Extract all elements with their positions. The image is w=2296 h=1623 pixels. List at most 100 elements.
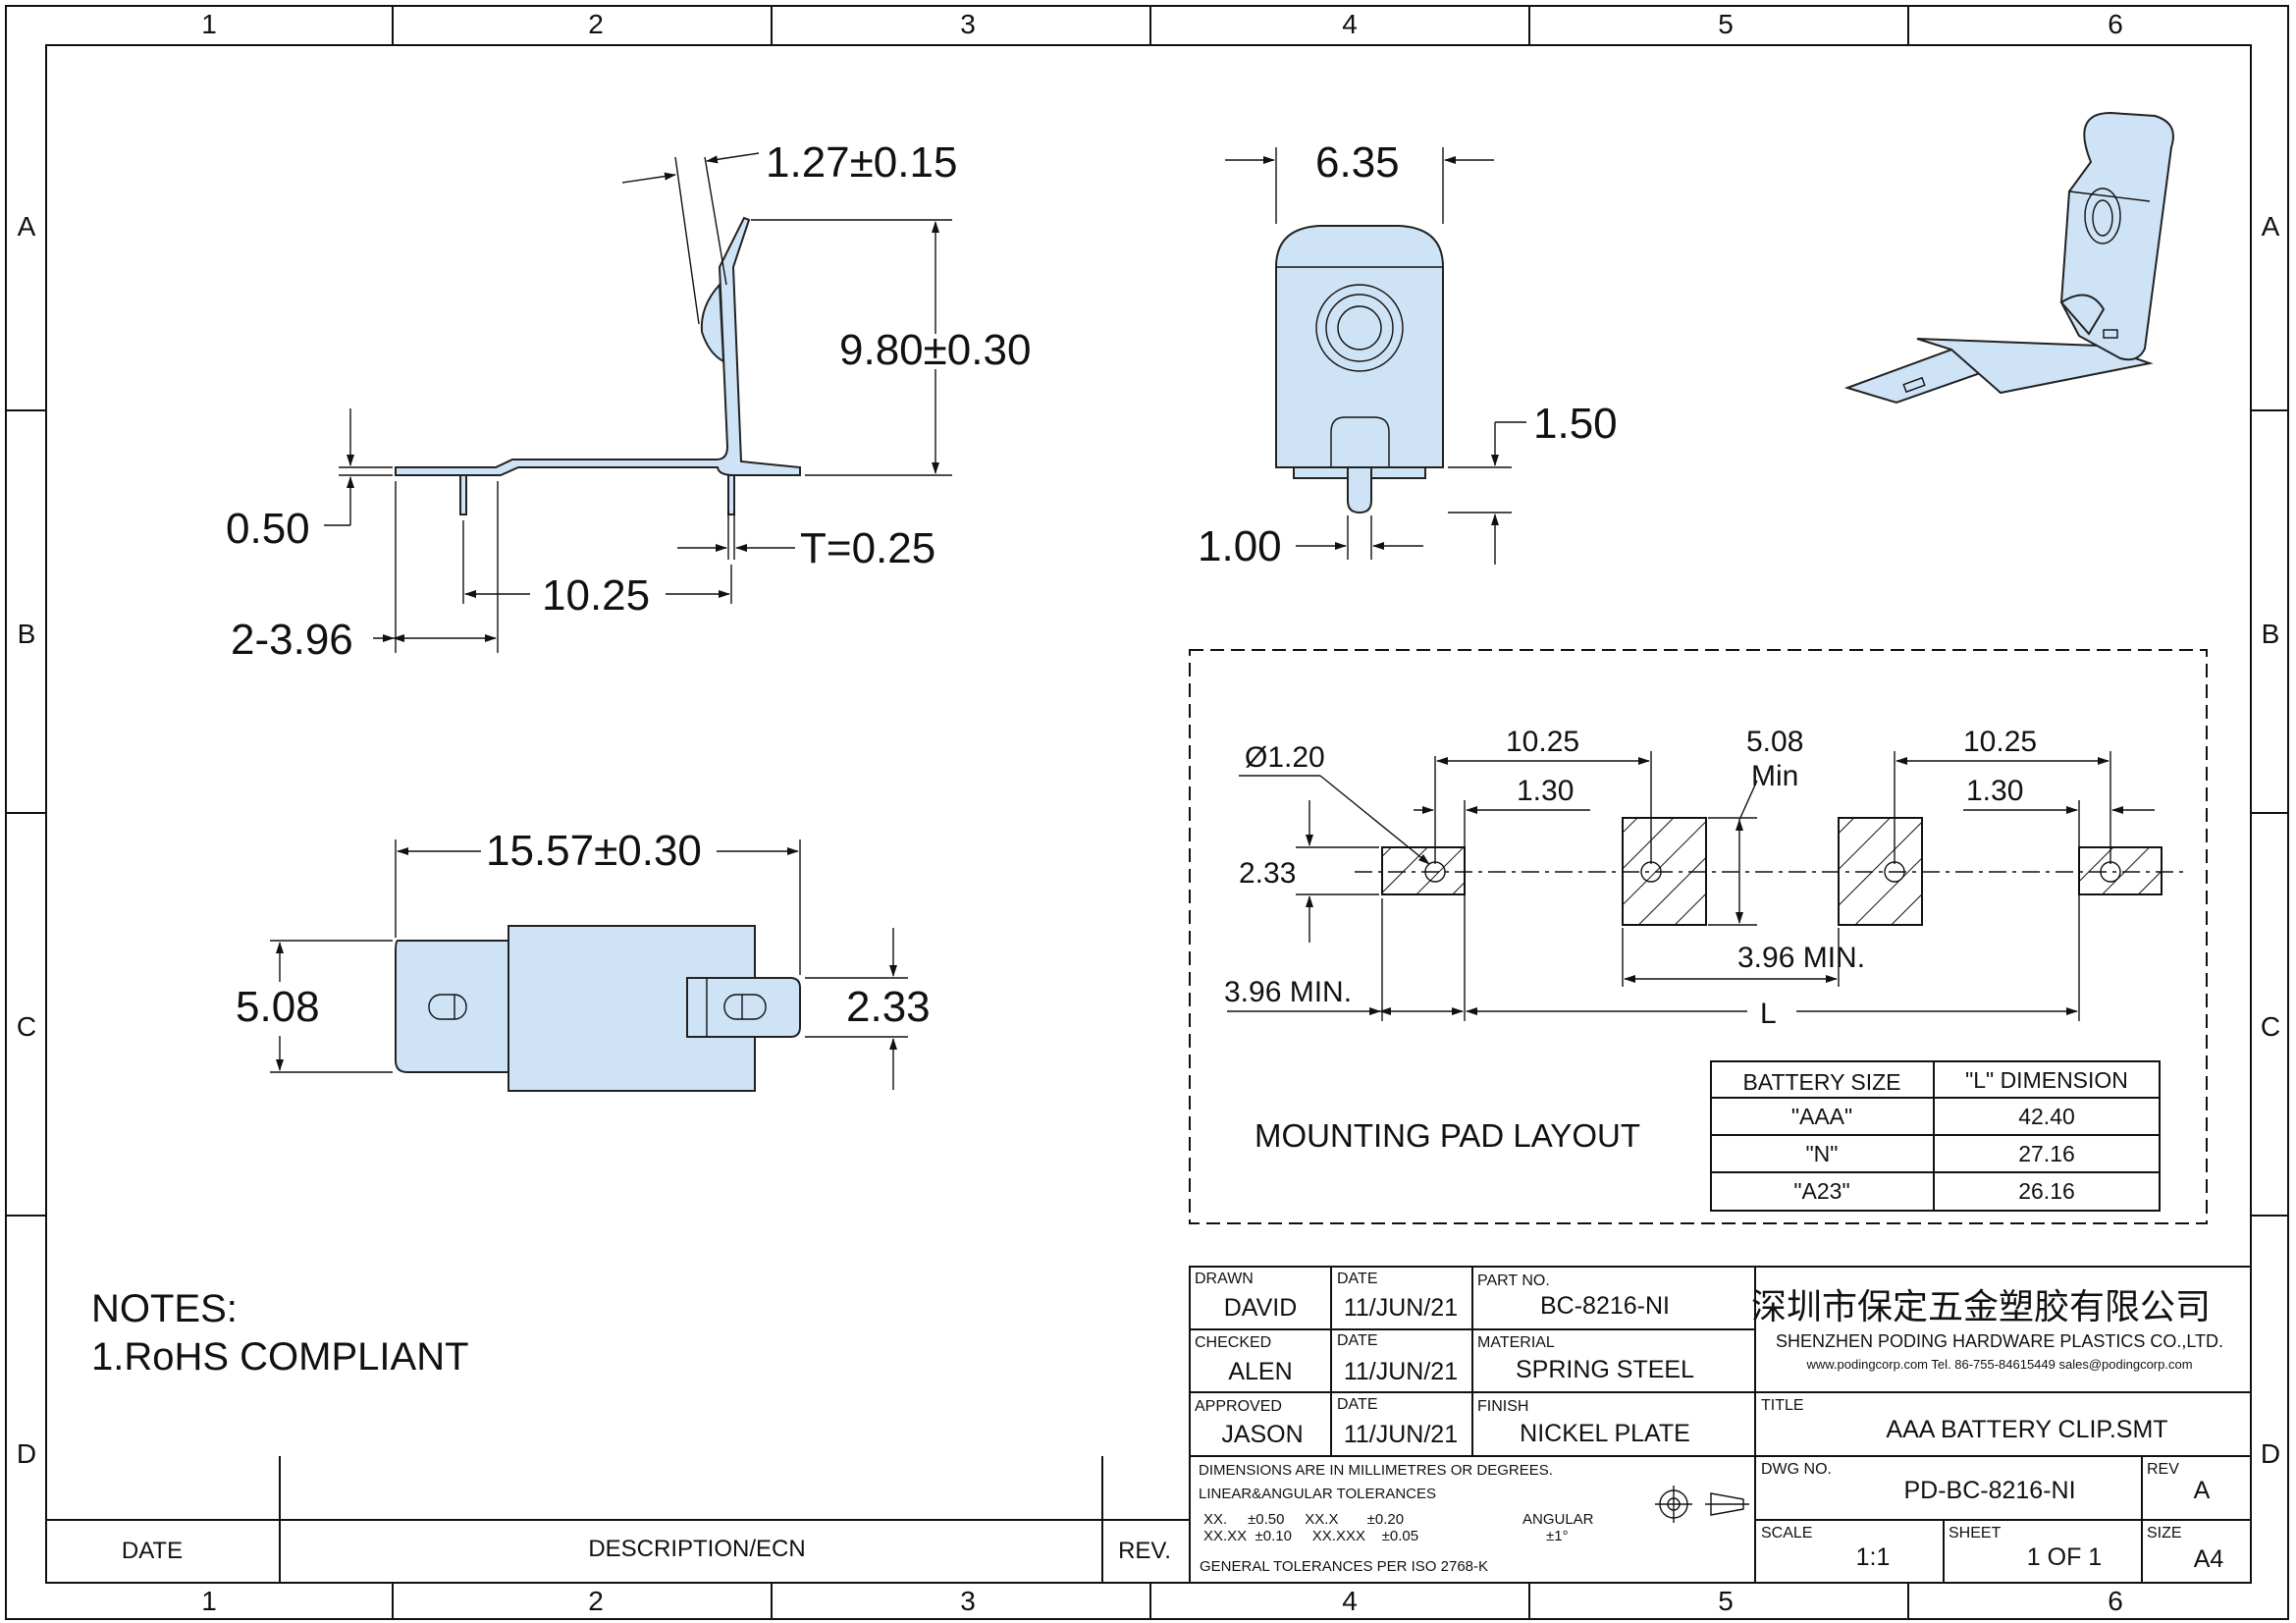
dim-pad-right: 1.30 (1966, 775, 2023, 807)
tb-tol-line1: DIMENSIONS ARE IN MILLIMETRES OR DEGREES… (1199, 1462, 1553, 1479)
table-cell-size-aaa: "AAA" (1791, 1104, 1852, 1129)
zone-col-2-bottom: 2 (588, 1586, 604, 1616)
dim-tab-height: 1.50 (1533, 400, 1618, 448)
tb-scale-label: SCALE (1761, 1525, 1812, 1542)
tb-size: A4 (2194, 1545, 2224, 1573)
top-view: 15.57±0.30 5.08 2.33 (236, 827, 931, 1092)
tb-tol-std: GENERAL TOLERANCES PER ISO 2768-K (1200, 1558, 1488, 1575)
dim-pad-height: 2.33 (1239, 857, 1296, 890)
dim-tab-width: 2.33 (846, 983, 931, 1031)
pad-layout-title: MOUNTING PAD LAYOUT (1255, 1117, 1640, 1154)
table-cell-l-n: 27.16 (2018, 1141, 2075, 1166)
zone-row-a-left: A (18, 211, 36, 242)
tb-scale: 1:1 (1856, 1543, 1891, 1571)
tb-title-label: TITLE (1761, 1397, 1804, 1414)
tb-angular-val: ±1° (1546, 1528, 1569, 1544)
zone-col-3-bottom: 3 (960, 1586, 976, 1616)
tb-size-label: SIZE (2147, 1525, 2182, 1542)
tb-company-en: SHENZHEN PODING HARDWARE PLASTICS CO.,LT… (1776, 1331, 2223, 1351)
zone-row-a-right: A (2262, 211, 2280, 242)
table-cell-size-a23: "A23" (1793, 1178, 1849, 1204)
title-block: DRAWN DATE PART NO. CHECKED DATE MATERIA… (1189, 1266, 2252, 1584)
dim-pin-offset: 2-3.96 (231, 616, 353, 664)
dim-thickness-top: 1.27±0.15 (766, 138, 957, 187)
table-header-l: "L" DIMENSION (1965, 1067, 2128, 1093)
tb-approved-label: APPROVED (1195, 1398, 1282, 1415)
tb-company-cn: 深圳市保定五金塑胶有限公司 (1751, 1286, 2211, 1326)
dim-pin-span: 10.25 (542, 571, 650, 620)
side-view: 1.27±0.15 9.80±0.30 0.50 T=0.25 10.25 2-… (226, 138, 1031, 664)
zone-labels: 1 2 3 4 5 6 1 2 3 4 5 6 A B C D A B C D (17, 9, 2280, 1616)
tb-approved: JASON (1221, 1421, 1303, 1448)
tb-date-3: 11/JUN/21 (1344, 1421, 1458, 1448)
zone-row-c-left: C (17, 1011, 36, 1042)
dim-min-gap-label: Min (1751, 760, 1798, 792)
zone-row-b-left: B (18, 619, 36, 649)
table-cell-l-aaa: 42.40 (2018, 1104, 2075, 1129)
table-cell-size-n: "N" (1806, 1141, 1839, 1166)
dim-length: 15.57±0.30 (486, 827, 702, 875)
tb-checked-label: CHECKED (1195, 1334, 1271, 1351)
rev-block-description: DESCRIPTION/ECN (588, 1536, 805, 1562)
notes: NOTES: 1.RoHS COMPLIANT (91, 1287, 469, 1379)
dim-height: 9.80±0.30 (839, 326, 1031, 374)
dim-min-left: 3.96 MIN. (1224, 976, 1352, 1008)
zone-col-5-bottom: 5 (1718, 1586, 1734, 1616)
zone-col-3-top: 3 (960, 9, 976, 39)
dim-pad-left: 1.30 (1517, 775, 1574, 807)
dim-material-thickness: T=0.25 (800, 524, 935, 572)
isometric-view (1843, 111, 2174, 405)
zone-col-2-top: 2 (588, 9, 604, 39)
zone-col-1-top: 1 (201, 9, 217, 39)
dim-pitch-right: 10.25 (1963, 726, 2037, 758)
zone-row-b-right: B (2262, 619, 2280, 649)
zone-col-5-top: 5 (1718, 9, 1734, 39)
tb-sheet: 1 OF 1 (2027, 1543, 2102, 1571)
tb-date-1: 11/JUN/21 (1344, 1294, 1458, 1322)
drawing-frame (5, 5, 2289, 1620)
tb-date-2: 11/JUN/21 (1344, 1358, 1458, 1385)
zone-col-1-bottom: 1 (201, 1586, 217, 1616)
notes-item-1: 1.RoHS COMPLIANT (91, 1335, 469, 1379)
dim-min-mid: 3.96 MIN. (1737, 942, 1865, 974)
zone-col-4-top: 4 (1342, 9, 1358, 39)
tb-material: SPRING STEEL (1516, 1356, 1694, 1383)
tb-finish-label: FINISH (1477, 1398, 1528, 1415)
zone-row-d-right: D (2261, 1438, 2280, 1469)
dim-width: 5.08 (236, 983, 320, 1031)
tb-material-label: MATERIAL (1477, 1334, 1555, 1351)
tb-finish: NICKEL PLATE (1520, 1420, 1690, 1447)
dim-front-width: 6.35 (1315, 138, 1400, 187)
rev-block-date: DATE (122, 1538, 183, 1564)
tb-angular: ANGULAR (1522, 1511, 1594, 1528)
tb-date-label-3: DATE (1337, 1396, 1377, 1413)
dim-pitch-left: 10.25 (1506, 726, 1579, 758)
tb-checked: ALEN (1228, 1358, 1292, 1385)
zone-col-4-bottom: 4 (1342, 1586, 1358, 1616)
front-view: 6.35 1.50 1.00 (1198, 138, 1618, 570)
l-dimension-table: BATTERY SIZE "L" DIMENSION "AAA" 42.40 "… (1710, 1060, 2161, 1212)
table-cell-l-a23: 26.16 (2018, 1178, 2075, 1204)
tb-drawn: DAVID (1224, 1294, 1298, 1322)
zone-col-6-top: 6 (2108, 9, 2123, 39)
tb-part-no: BC-8216-NI (1540, 1292, 1670, 1320)
dim-total-l: L (1760, 998, 1777, 1030)
tb-rev: A (2194, 1477, 2211, 1504)
tb-tol-a: XX. ±0.50 XX.X ±0.20 (1203, 1511, 1404, 1528)
dim-hole-diameter: Ø1.20 (1245, 741, 1325, 774)
tb-sheet-label: SHEET (1949, 1525, 2002, 1542)
rev-block-rev: REV. (1118, 1538, 1171, 1564)
zone-col-6-bottom: 6 (2108, 1586, 2123, 1616)
zone-row-c-right: C (2261, 1011, 2280, 1042)
pad-layout: Ø1.20 10.25 10.25 5.08 Min 1.30 1.30 2.3… (1189, 649, 2208, 1224)
tb-dwg: PD-BC-8216-NI (1903, 1477, 2075, 1504)
tb-date-label-1: DATE (1337, 1271, 1377, 1287)
dim-step: 0.50 (226, 505, 310, 553)
table-header-size: BATTERY SIZE (1742, 1069, 1900, 1095)
tb-rev-label: REV (2147, 1461, 2179, 1478)
tb-drawn-label: DRAWN (1195, 1271, 1254, 1287)
tb-date-label-2: DATE (1337, 1332, 1377, 1349)
tb-contact: www.podingcorp.com Tel. 86-755-84615449 … (1805, 1357, 2192, 1372)
notes-title: NOTES: (91, 1287, 238, 1330)
